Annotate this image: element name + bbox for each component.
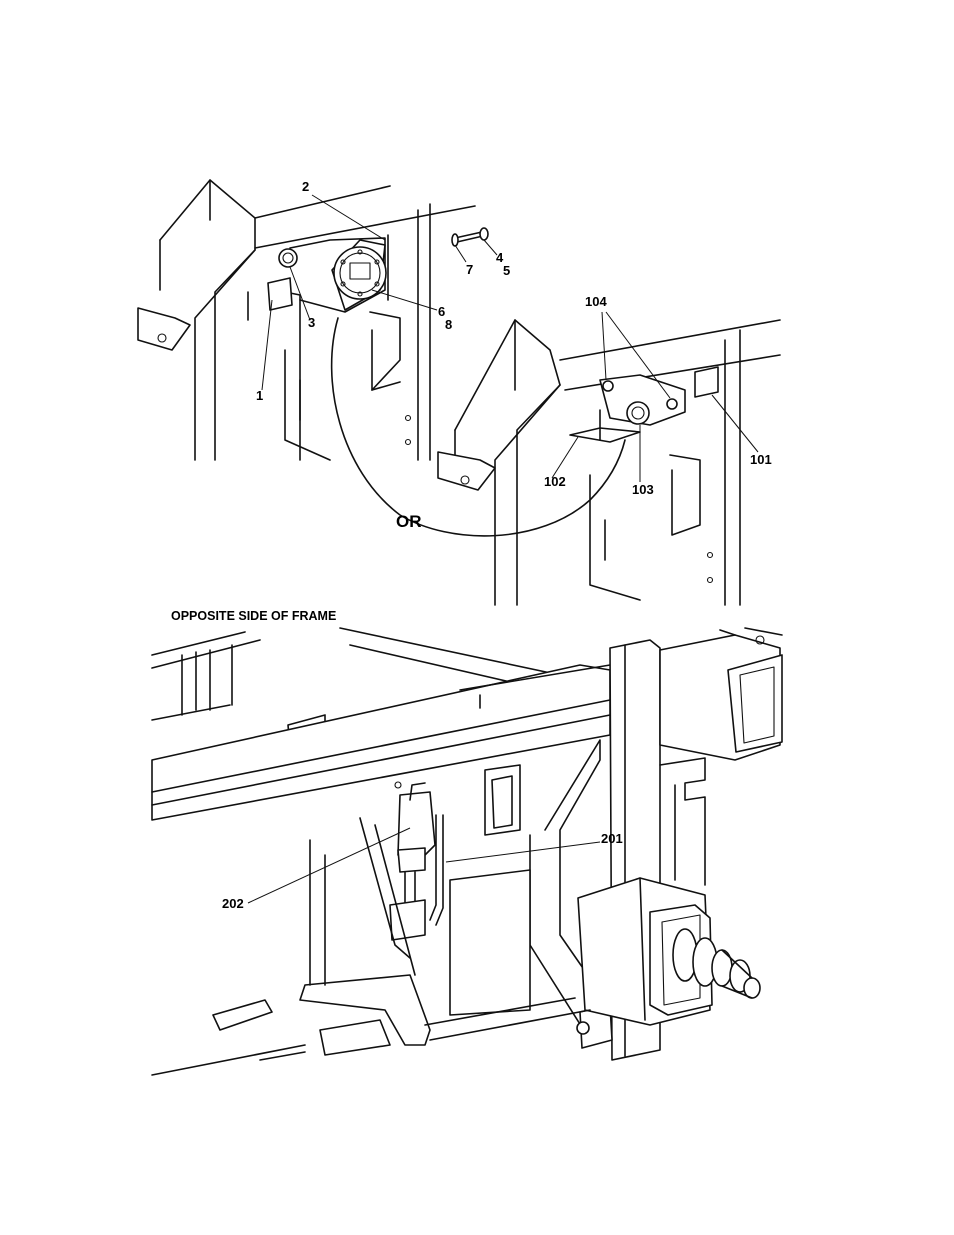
top-leader-lines [262, 195, 758, 482]
callout-201: 201 [601, 831, 623, 846]
callout-101: 101 [750, 452, 772, 467]
callout-8: 8 [445, 317, 452, 332]
callout-7: 7 [466, 262, 473, 277]
callout-3: 3 [308, 315, 315, 330]
top-callout-labels: 2 3 1 7 4 5 6 8 104 101 102 103 OR [256, 179, 772, 531]
callout-103: 103 [632, 482, 654, 497]
lower-frame-view [152, 628, 782, 1075]
or-label: OR [396, 512, 422, 531]
callout-202: 202 [222, 896, 244, 911]
section-label: OPPOSITE SIDE OF FRAME [171, 609, 336, 623]
callout-104: 104 [585, 294, 607, 309]
callout-1: 1 [256, 388, 263, 403]
callout-2: 2 [302, 179, 309, 194]
upper-right-frame-view [438, 320, 780, 605]
callout-102: 102 [544, 474, 566, 489]
callout-5: 5 [503, 263, 510, 278]
